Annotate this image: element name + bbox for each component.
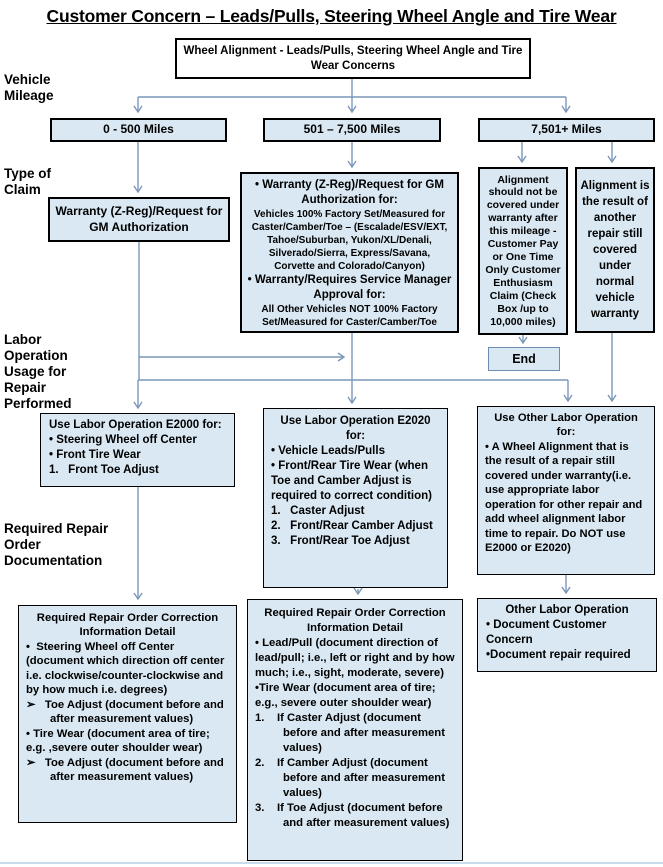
mileage-7501-plus-node: 7,501+ Miles	[478, 118, 655, 142]
claim-mid-bullet2: • Warranty/Requires Service Manager Appr…	[247, 273, 455, 301]
doc-left-item: ➢ Toe Adjust (document before and after …	[26, 698, 227, 726]
labor-e2000-node: Use Labor Operation E2000 for: • Steerin…	[40, 413, 235, 487]
doc-mid-heading: Required Repair Order Correction Informa…	[264, 607, 449, 635]
doc-left-node: Required Repair Order Correction Informa…	[18, 605, 237, 823]
doc-mid-item: • Lead/Pull (document direction of lead/…	[255, 637, 458, 680]
doc-right-item: •Document repair required	[486, 648, 631, 661]
start-node: Wheel Alignment - Leads/Pulls, Steering …	[175, 38, 531, 79]
labor-e2020-item: 2. Front/Rear Camber Adjust	[271, 519, 433, 532]
claim-mid-detail1: Vehicles 100% Factory Set/Measured for C…	[251, 208, 451, 272]
end-node: End	[488, 347, 560, 371]
mileage-501-7500-node: 501 – 7,500 Miles	[263, 118, 441, 142]
row-label-labor-operation: Labor Operation Usage for Repair Perform…	[4, 332, 72, 411]
labor-e2020-item: • Vehicle Leads/Pulls	[271, 444, 385, 457]
labor-e2020-item: 1. Caster Adjust	[271, 504, 365, 517]
bottom-border-line	[0, 862, 663, 864]
doc-left-item: • Tire Wear (document area of tire; e.g.…	[26, 727, 213, 755]
doc-right-item: • Document Customer Concern	[486, 618, 610, 646]
doc-mid-node: Required Repair Order Correction Informa…	[247, 599, 463, 861]
labor-other-heading: Use Other Labor Operation for:	[494, 412, 641, 439]
labor-other-node: Use Other Labor Operation for: • A Wheel…	[477, 406, 655, 575]
claim-mid-bullet1: • Warranty (Z-Reg)/Request for GM Author…	[255, 179, 447, 206]
doc-mid-item: 3. If Toe Adjust (document before and af…	[255, 802, 450, 830]
doc-left-item: • Steering Wheel off Center (document wh…	[26, 640, 228, 697]
labor-e2000-item: • Steering Wheel off Center	[49, 433, 197, 446]
labor-e2000-heading: Use Labor Operation E2000 for:	[49, 419, 222, 431]
doc-mid-item: 2. If Camber Adjust (document before and…	[255, 757, 449, 800]
doc-mid-item: 1. If Caster Adjust (document before and…	[255, 712, 449, 755]
row-label-required-documentation: Required Repair Order Documentation	[4, 521, 109, 568]
row-label-vehicle-mileage: Vehicle Mileage	[4, 72, 54, 103]
claim-warranty-zreg-node: Warranty (Z-Reg)/Request for GM Authoriz…	[48, 197, 230, 242]
doc-left-heading: Required Repair Order Correction Informa…	[36, 612, 222, 639]
page-title: Customer Concern – Leads/Pulls, Steering…	[46, 6, 617, 26]
row-label-type-of-claim: Type of Claim	[4, 166, 51, 197]
claim-mid-detail2: All Other Vehicles NOT 100% Factory Set/…	[261, 303, 441, 328]
labor-e2000-item: • Front Tire Wear	[49, 448, 141, 461]
labor-e2020-node: Use Labor Operation E2020 for: • Vehicle…	[263, 408, 448, 588]
mileage-0-500-node: 0 - 500 Miles	[50, 118, 227, 142]
doc-right-node: Other Labor Operation • Document Custome…	[477, 598, 657, 672]
claim-not-covered-node: Alignment should not be covered under wa…	[478, 167, 568, 335]
labor-other-item: • A Wheel Alignment that is the result o…	[485, 440, 646, 554]
doc-mid-item: •Tire Wear (document area of tire; e.g.,…	[255, 682, 439, 710]
claim-other-repair-node: Alignment is the result of another repai…	[575, 167, 655, 333]
labor-e2020-item: 3. Front/Rear Toe Adjust	[271, 534, 410, 547]
labor-e2020-heading: Use Labor Operation E2020 for:	[280, 415, 434, 442]
labor-e2000-item: 1. Front Toe Adjust	[49, 463, 159, 476]
doc-right-heading: Other Labor Operation	[505, 604, 629, 616]
labor-e2020-item: • Front/Rear Tire Wear (when Toe and Cam…	[271, 459, 433, 502]
doc-left-item: ➢ Toe Adjust (document before and after …	[26, 756, 227, 783]
claim-warranty-authorization-node: • Warranty (Z-Reg)/Request for GM Author…	[240, 172, 459, 333]
